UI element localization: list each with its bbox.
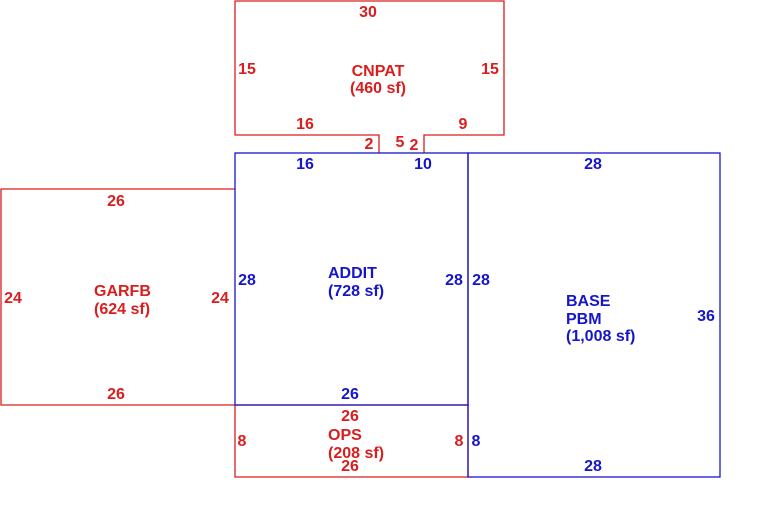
addit-dim-top-left: 16 [296,156,314,173]
cnpat-dim-bottom-right: 9 [459,116,468,133]
addit-area: (728 sf) [328,283,384,300]
base-area: (1,008 sf) [566,328,635,345]
base-dim-right: 36 [697,308,715,325]
cnpat-dim-right: 15 [481,61,499,78]
garfb-dim-bottom: 26 [107,386,125,403]
base-dim-left: 28 [472,272,490,289]
base-outline [467,152,721,478]
cnpat-dim-top: 30 [359,4,377,21]
cnpat-name: CNPAT [352,63,405,80]
cnpat-outline [234,0,505,153]
garfb-outline [0,188,235,406]
cnpat-dim-left: 15 [238,61,256,78]
ops-dim-left: 8 [238,433,247,450]
addit-dim-left: 28 [238,272,256,289]
base-name-line2: PBM [566,311,602,328]
base-dim-bottom: 28 [584,458,602,475]
base-dim-top: 28 [584,156,602,173]
garfb-dim-top: 26 [107,193,125,210]
ops-area: (208 sf) [328,445,384,462]
garfb-area: (624 sf) [94,301,150,318]
ops-dim-bottom: 26 [341,458,359,475]
garfb-dim-left: 24 [4,290,22,307]
addit-dim-top-right: 10 [414,156,432,173]
cnpat-dim-step-right: 2 [410,137,419,154]
ops-dim-right: 8 [455,433,464,450]
addit-name: ADDIT [328,265,377,282]
addit-dim-bottom: 26 [341,386,359,403]
ops-dim-top: 26 [341,408,359,425]
cnpat-dim-step-mid: 5 [396,134,405,151]
base-dim-lower-left: 8 [472,433,481,450]
addit-dim-right: 28 [445,272,463,289]
cnpat-dim-bottom-left: 16 [296,116,314,133]
base-name: BASE [566,293,611,310]
garfb-name: GARFB [94,283,151,300]
cnpat-dim-step-left: 2 [365,136,374,153]
ops-name: OPS [328,427,362,444]
cnpat-area: (460 sf) [350,80,406,97]
garfb-dim-right: 24 [211,290,229,307]
